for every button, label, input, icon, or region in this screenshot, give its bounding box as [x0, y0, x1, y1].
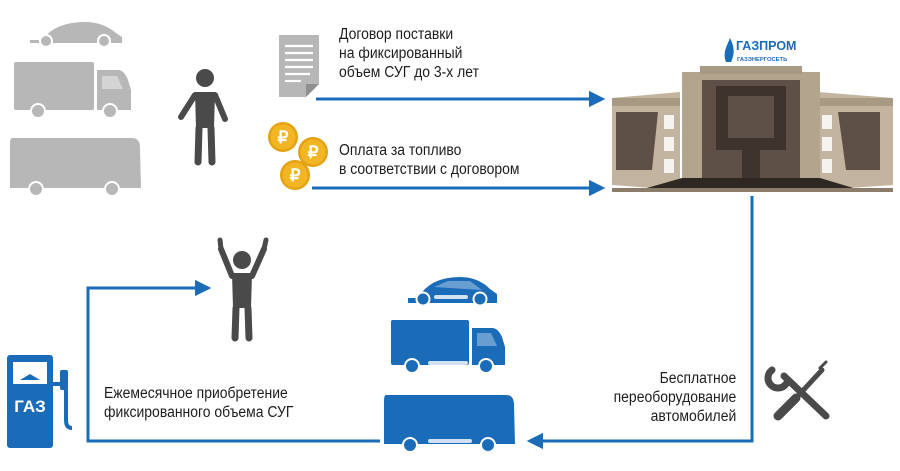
coin-symbol: ₽ — [278, 128, 289, 147]
logo-brand: ГАЗПРОМ — [736, 39, 796, 53]
arrow-conversion — [526, 196, 754, 450]
gazprom-building-icon — [612, 66, 893, 192]
gas-station-label: ГАЗ — [14, 397, 46, 416]
bus-blue-icon — [384, 395, 515, 453]
label-contract: Договор поставки на фиксированный объем … — [339, 26, 479, 81]
gazprom-logo: ГАЗПРОМ ГАЗЭНЕРГОСЕТЬ — [724, 38, 796, 63]
person-cheering-icon — [217, 237, 269, 342]
label-payment: Оплата за топливо в соответствии с догов… — [339, 142, 520, 178]
bus-gray-icon — [10, 138, 141, 197]
truck-gray-icon — [14, 62, 131, 119]
person-standing-icon — [178, 69, 228, 166]
car-gray-icon — [30, 22, 122, 48]
document-icon — [279, 35, 319, 97]
gas-station-icon: ГАЗ — [7, 355, 73, 448]
arrow-purchase — [86, 279, 380, 443]
ruble-coins-icon: ₽ ₽ ₽ — [268, 122, 328, 190]
car-blue-icon — [408, 277, 497, 307]
truck-blue-icon — [391, 320, 505, 374]
coin-symbol: ₽ — [290, 166, 301, 185]
coin-symbol: ₽ — [308, 143, 319, 162]
label-conversion: Бесплатное переоборудование автомобилей — [613, 370, 736, 425]
wrench-screwdriver-icon — [764, 360, 830, 421]
logo-subbrand: ГАЗЭНЕРГОСЕТЬ — [737, 57, 787, 63]
label-purchase: Ежемесячное приобретение фиксированного … — [104, 385, 294, 421]
